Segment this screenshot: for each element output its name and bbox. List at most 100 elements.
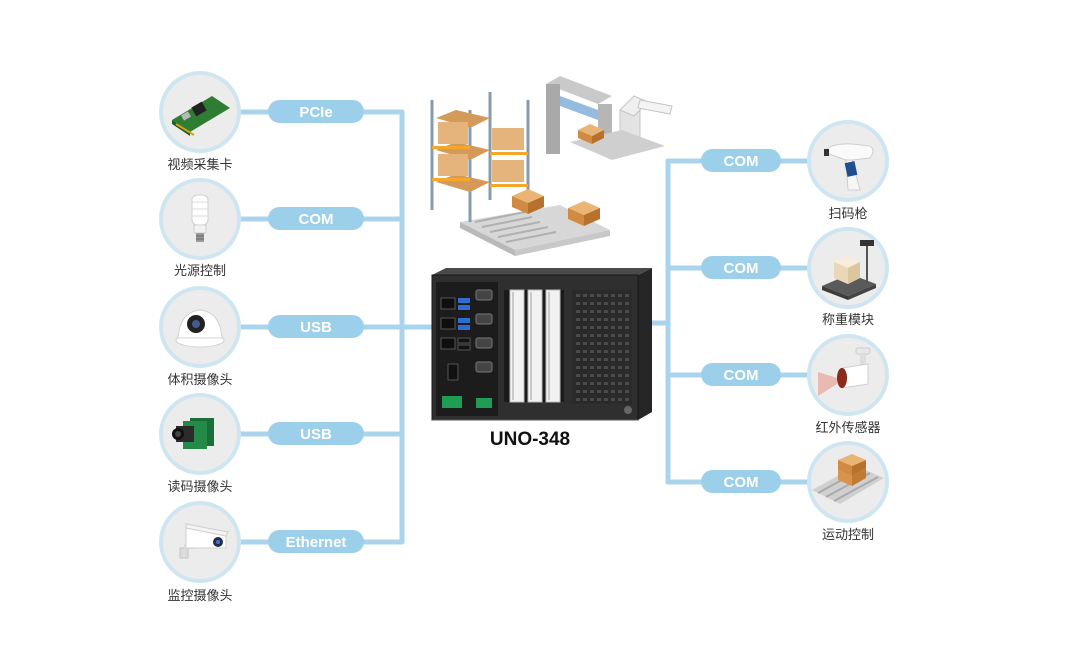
device-code-reading-camera: 读码摄像头 [159,393,241,495]
vent-hole [590,302,594,305]
connector-label: COM [724,367,759,384]
device-label: 称重模块 [822,312,874,328]
device-motion-control: 运动控制 [807,441,889,543]
vent-hole [576,366,580,369]
vent-hole [625,310,629,313]
vent-hole [597,390,601,393]
vent-hole [597,318,601,321]
vent-hole [597,342,601,345]
vent-hole [597,382,601,385]
pcie-slots [504,289,564,403]
vent-hole [611,358,615,361]
connector-label: USB [300,319,332,336]
connector-label: Ethernet [286,534,347,551]
vent-hole [618,366,622,369]
vent-hole [611,382,615,385]
vent-hole [611,334,615,337]
vent-hole [597,398,601,401]
vent-hole [597,374,601,377]
vent-hole [618,342,622,345]
vent-hole [625,294,629,297]
conveyor-icon [812,454,884,504]
vent-hole [590,326,594,329]
vent-hole [590,310,594,313]
vent-hole [611,294,615,297]
vent-hole [583,294,587,297]
capture-card-icon [172,96,230,136]
connector-pill-com: COM [701,470,781,493]
vent-hole [618,302,622,305]
lamp-icon [191,194,209,242]
vent-hole [597,350,601,353]
vent-hole [590,350,594,353]
connector-label: COM [299,211,334,228]
vent-hole [625,374,629,377]
vent-hole [625,350,629,353]
vent-hole [576,318,580,321]
vent-hole [590,366,594,369]
vent-hole [576,342,580,345]
connector-pill-usb: USB [268,422,364,445]
vent-hole [583,302,587,305]
vent-hole [583,382,587,385]
vent-hole [604,350,608,353]
vent-hole [583,358,587,361]
vent-hole [590,342,594,345]
vent-hole [576,310,580,313]
vent-hole [576,358,580,361]
vent-hole [604,318,608,321]
vent-hole [618,390,622,393]
vent-hole [590,382,594,385]
vent-hole [576,390,580,393]
usb-ports [457,298,471,351]
vent-hole [576,302,580,305]
com-ports [475,289,493,373]
vent-hole [611,374,615,377]
connector-label: USB [300,426,332,443]
warehouse-scene-icon [430,76,673,256]
vent-hole [604,382,608,385]
weighing-scale-icon [822,240,876,300]
vent-hole [583,326,587,329]
vent-hole [590,294,594,297]
device-label: 体积摄像头 [167,373,232,388]
lan-ports [440,297,456,350]
vent-hole [618,382,622,385]
vent-hole [604,326,608,329]
device-label: 监控摄像头 [167,589,232,604]
connector-pill-usb: USB [268,315,364,338]
vent-hole [625,398,629,401]
vent-hole [590,318,594,321]
vent-hole [618,398,622,401]
vent-hole [597,334,601,337]
vent-hole [611,302,615,305]
vent-hole [597,294,601,297]
device-label: 红外传感器 [815,420,880,436]
vent-hole [604,310,608,313]
vent-hole [583,390,587,393]
vent-hole [604,294,608,297]
vent-hole [618,318,622,321]
vent-hole [625,358,629,361]
bullet-camera-icon [179,523,229,559]
device-surveillance-camera: 监控摄像头 [159,501,241,604]
connector-label: COM [724,474,759,491]
vent-hole [604,374,608,377]
vent-hole [583,342,587,345]
vent-hole [604,366,608,369]
vent-hole [597,358,601,361]
device-light-control: 光源控制 [159,178,241,279]
vent-hole [583,374,587,377]
vent-hole [590,374,594,377]
vent-hole [576,326,580,329]
vent-hole [583,318,587,321]
vent-hole [604,334,608,337]
vent-hole [625,334,629,337]
vent-hole [583,366,587,369]
device-label: 读码摄像头 [167,480,232,495]
vent-hole [604,342,608,345]
vent-hole [611,342,615,345]
vent-hole [590,334,594,337]
vent-hole [618,374,622,377]
